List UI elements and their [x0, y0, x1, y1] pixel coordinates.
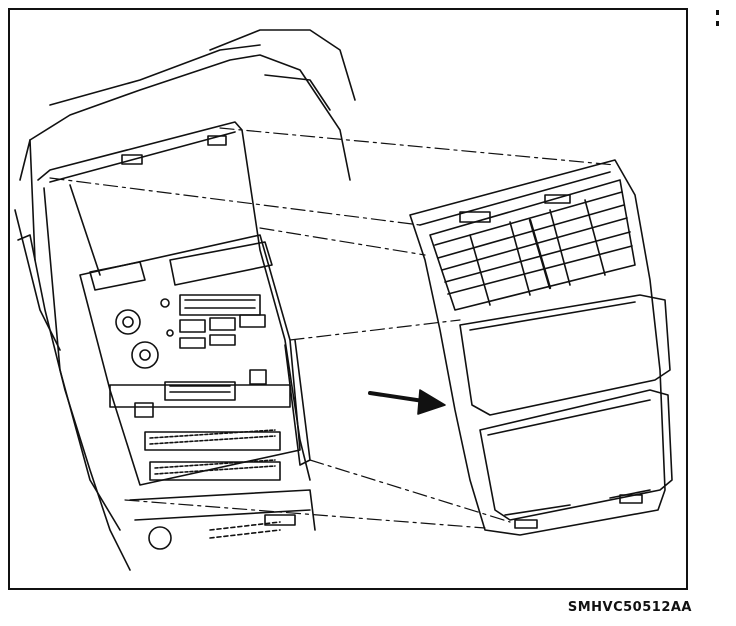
dashboard: [14, 29, 356, 571]
edge-mark: [716, 10, 719, 32]
exploded-view-illustration: [14, 29, 673, 571]
bezel-assembly: [409, 159, 673, 536]
lower-opening: [479, 389, 673, 521]
figure-code: SMHVC50512AA: [567, 600, 692, 615]
alignment-lines: [49, 127, 616, 529]
knob-upper-icon: [115, 309, 141, 335]
radio-opening: [459, 294, 671, 416]
knob-lower-icon: [131, 341, 159, 369]
diagram-frame: [8, 8, 688, 590]
arrow-right-icon: [368, 389, 446, 415]
